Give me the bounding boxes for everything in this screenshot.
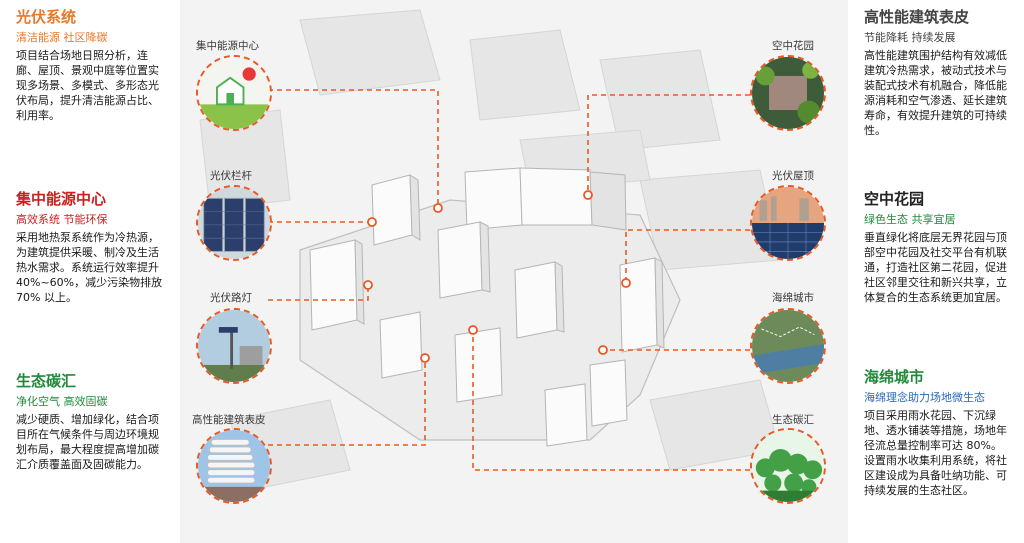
sponge-city-image — [750, 308, 826, 384]
panel-body: 高性能建筑围护结构有效减低建筑冷热需求，被动式技术与装配式技术有机融合，降低能源… — [864, 49, 1007, 137]
panel-title: 生态碳汇 — [16, 372, 77, 390]
label-carbon-sink: 生态碳汇 — [772, 414, 814, 426]
panel-subtitle: 净化空气 高效固碳 — [16, 395, 108, 408]
panel-title: 集中能源中心 — [16, 190, 107, 208]
label-pv-railing: 光伏栏杆 — [210, 170, 252, 182]
facade-panel: 高性能建筑表皮 节能降耗 持续发展 高性能建筑围护结构有效减低建筑冷热需求，被动… — [864, 8, 1012, 138]
panel-title: 光伏系统 — [16, 8, 77, 26]
label-pv-streetlight: 光伏路灯 — [210, 292, 252, 304]
label-facade: 高性能建筑表皮 — [192, 414, 266, 426]
panel-subtitle: 清洁能源 社区降碳 — [16, 31, 108, 44]
panel-body: 项目采用雨水花园、下沉绿地、透水铺装等措施，场地年径流总量控制率可达 80%。设… — [864, 409, 1007, 497]
energy-center-panel: 集中能源中心 高效系统 节能环保 采用地热泵系统作为冷热源，为建筑提供采暖、制冷… — [16, 190, 164, 305]
facade-image — [196, 428, 272, 504]
label-sponge-city: 海绵城市 — [772, 292, 814, 304]
pv-system-panel: 光伏系统 清洁能源 社区降碳 项目结合场地日照分析，连廊、屋顶、景观中庭等位置实… — [16, 8, 164, 123]
panel-title: 空中花园 — [864, 190, 925, 208]
label-sky-garden: 空中花园 — [772, 40, 814, 52]
carbon-sink-image — [750, 428, 826, 504]
panel-title: 高性能建筑表皮 — [864, 8, 970, 26]
label-pv-roof: 光伏屋顶 — [772, 170, 814, 182]
pv-railing-image — [196, 185, 272, 261]
sky-garden-image — [750, 55, 826, 131]
sky-garden-panel: 空中花园 绿色生态 共享宜居 垂直绿化将底层无界花园与顶部空中花园及社交平台有机… — [864, 190, 1012, 305]
carbon-sink-panel: 生态碳汇 净化空气 高效固碳 减少硬质、增加绿化，结合项目所在气候条件与周边环境… — [16, 372, 164, 472]
pv-streetlight-image — [196, 308, 272, 384]
energy-center-image — [196, 55, 272, 131]
panel-body: 项目结合场地日照分析，连廊、屋顶、景观中庭等位置实现多场景、多模式、多形态光伏布… — [16, 49, 159, 122]
panel-body: 垂直绿化将底层无界花园与顶部空中花园及社交平台有机联通，打造社区第二花园，促进社… — [864, 231, 1007, 304]
panel-title: 海绵城市 — [864, 368, 925, 386]
panel-body: 采用地热泵系统作为冷热源，为建筑提供采暖、制冷及生活热水需求。系统运行效率提升4… — [16, 231, 163, 304]
pv-roof-image — [750, 185, 826, 261]
panel-body: 减少硬质、增加绿化，结合项目所在气候条件与周边环境规划布局，最大程度提高增加碳汇… — [16, 413, 159, 471]
sponge-city-panel: 海绵城市 海绵理念助力场地微生态 项目采用雨水花园、下沉绿地、透水铺装等措施，场… — [864, 368, 1012, 498]
label-energy-center: 集中能源中心 — [196, 40, 259, 52]
panel-subtitle: 绿色生态 共享宜居 — [864, 213, 956, 226]
panel-subtitle: 节能降耗 持续发展 — [864, 31, 956, 44]
panel-subtitle: 海绵理念助力场地微生态 — [864, 391, 985, 404]
panel-subtitle: 高效系统 节能环保 — [16, 213, 108, 226]
